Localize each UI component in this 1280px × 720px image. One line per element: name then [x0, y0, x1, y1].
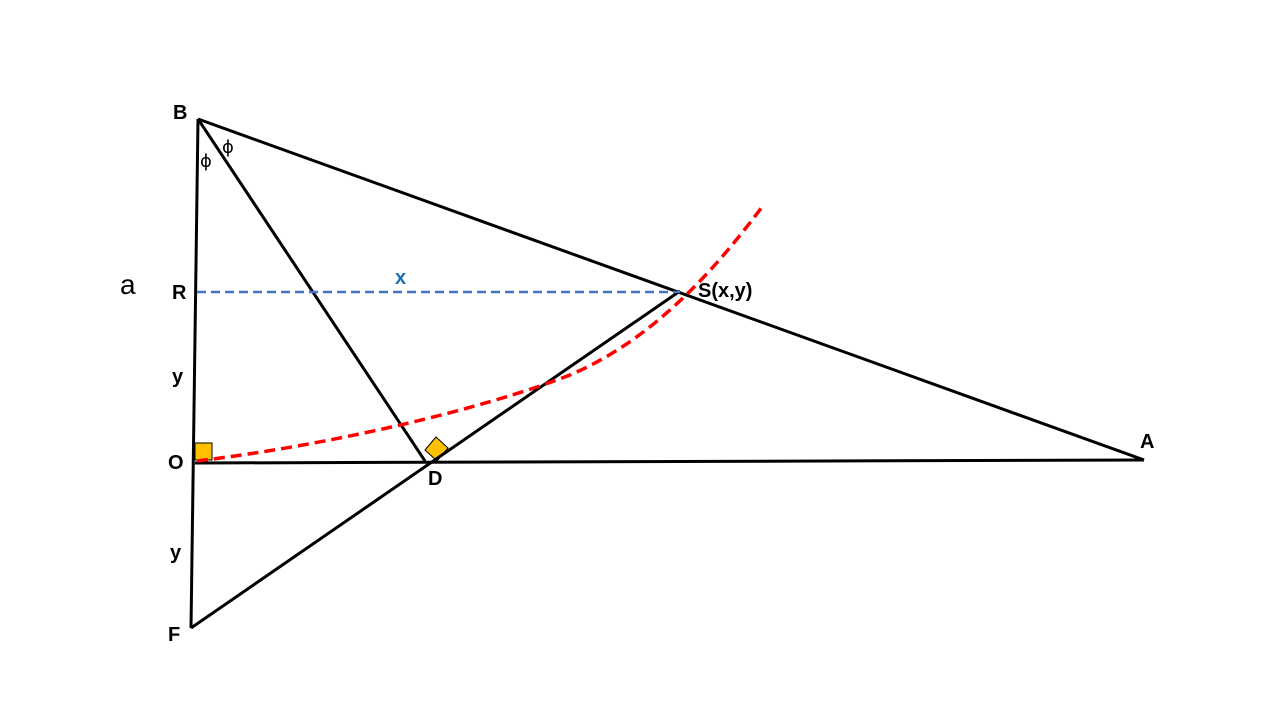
label-y-lower: y: [170, 542, 182, 564]
point-label-r: R: [172, 282, 187, 304]
line-bf: [189, 118, 200, 629]
point-label-d: D: [428, 468, 442, 490]
point-label-a: A: [1140, 431, 1154, 453]
point-label-b: B: [173, 102, 187, 124]
label-x: x: [395, 267, 406, 289]
right-angle-marker-o: [194, 442, 213, 461]
label-phi-right: ϕ: [222, 137, 234, 158]
line-fs: [190, 289, 681, 630]
label-y-upper: y: [172, 366, 184, 388]
line-oa: [194, 458, 1145, 465]
line-bd: [196, 118, 427, 462]
label-a: a: [120, 269, 136, 300]
right-angle-marker-d: [424, 436, 449, 462]
label-phi-left: ϕ: [200, 151, 212, 172]
point-label-f: F: [168, 624, 180, 646]
line-ba: [197, 117, 1145, 462]
point-label-o: O: [168, 452, 184, 474]
point-label-s: S(x,y): [698, 280, 752, 302]
locus-curve: [196, 205, 764, 463]
